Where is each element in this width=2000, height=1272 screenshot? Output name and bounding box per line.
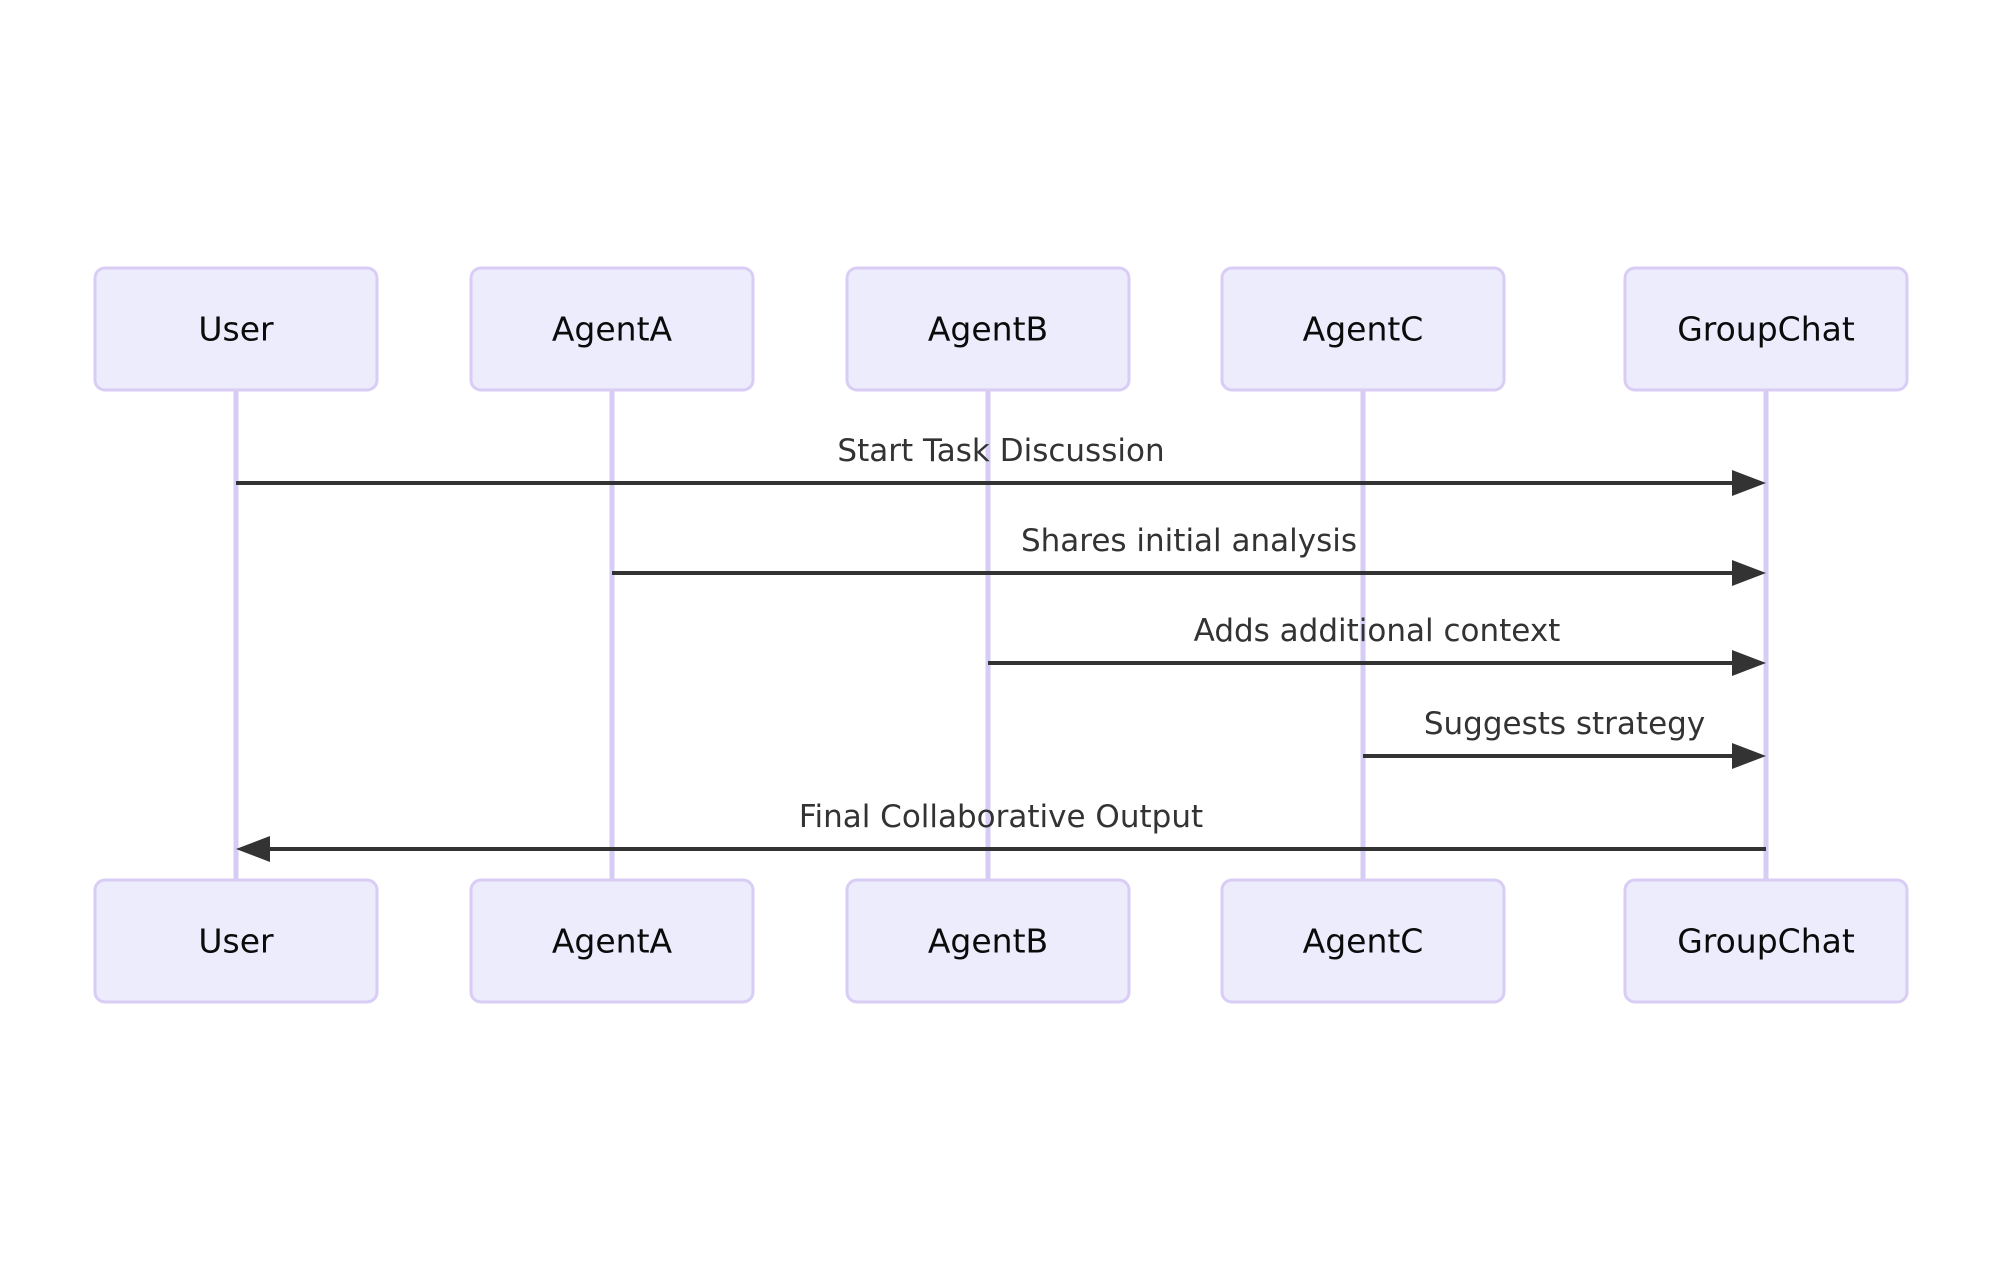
message-arrowhead-4 <box>1732 743 1766 769</box>
participant-box-groupchat[interactable] <box>1623 266 1909 392</box>
participant-label-agentc: AgentC <box>1303 922 1424 961</box>
participant-box-agentb[interactable] <box>845 878 1131 1004</box>
participant-label-agentc: AgentC <box>1303 310 1424 349</box>
participant-box-agentb[interactable] <box>845 266 1131 392</box>
message-5-groupchat-to-user[interactable]: Final Collaborative Output <box>236 799 1766 862</box>
participant-label-agentb: AgentB <box>928 310 1048 349</box>
participant-agenta-top[interactable]: AgentA <box>469 266 755 392</box>
message-1-user-to-groupchat[interactable]: Start Task Discussion <box>236 433 1766 496</box>
participant-box-agentc[interactable] <box>1220 878 1506 1004</box>
participant-label-user: User <box>198 310 274 349</box>
participant-groupchat-top[interactable]: GroupChat <box>1623 266 1909 392</box>
participant-groupchat-bottom[interactable]: GroupChat <box>1623 878 1909 1004</box>
message-2-agenta-to-groupchat[interactable]: Shares initial analysis <box>612 523 1766 586</box>
message-label-4: Suggests strategy <box>1424 706 1705 742</box>
message-label-3: Adds additional context <box>1194 613 1561 649</box>
participant-agenta-bottom[interactable]: AgentA <box>469 878 755 1004</box>
participant-label-groupchat: GroupChat <box>1677 310 1855 349</box>
message-arrowhead-5 <box>236 836 270 862</box>
message-4-agentc-to-groupchat[interactable]: Suggests strategy <box>1363 706 1766 769</box>
participants-bottom-row: User AgentA AgentB AgentC GroupChat <box>93 878 1909 1004</box>
participant-box-agenta[interactable] <box>469 878 755 1004</box>
message-label-1: Start Task Discussion <box>837 433 1164 469</box>
participant-box-user[interactable] <box>93 266 379 392</box>
participant-label-agenta: AgentA <box>552 922 673 961</box>
participants-top-row: User AgentA AgentB AgentC GroupChat <box>93 266 1909 392</box>
participant-box-groupchat[interactable] <box>1623 878 1909 1004</box>
participant-label-groupchat: GroupChat <box>1677 922 1855 961</box>
participant-user-top[interactable]: User <box>93 266 379 392</box>
message-label-5: Final Collaborative Output <box>799 799 1203 835</box>
participant-label-user: User <box>198 922 274 961</box>
participant-box-agentc[interactable] <box>1220 266 1506 392</box>
participant-agentc-bottom[interactable]: AgentC <box>1220 878 1506 1004</box>
participant-agentc-top[interactable]: AgentC <box>1220 266 1506 392</box>
participant-box-agenta[interactable] <box>469 266 755 392</box>
participant-box-user[interactable] <box>93 878 379 1004</box>
message-label-2: Shares initial analysis <box>1021 523 1357 559</box>
message-arrowhead-2 <box>1732 560 1766 586</box>
message-arrowhead-1 <box>1732 470 1766 496</box>
lifelines-layer <box>233 390 1769 880</box>
participant-label-agenta: AgentA <box>552 310 673 349</box>
participant-agentb-bottom[interactable]: AgentB <box>845 878 1131 1004</box>
message-3-agentb-to-groupchat[interactable]: Adds additional context <box>988 613 1766 676</box>
message-arrowhead-3 <box>1732 650 1766 676</box>
participant-label-agentb: AgentB <box>928 922 1048 961</box>
participant-agentb-top[interactable]: AgentB <box>845 266 1131 392</box>
participant-user-bottom[interactable]: User <box>93 878 379 1004</box>
